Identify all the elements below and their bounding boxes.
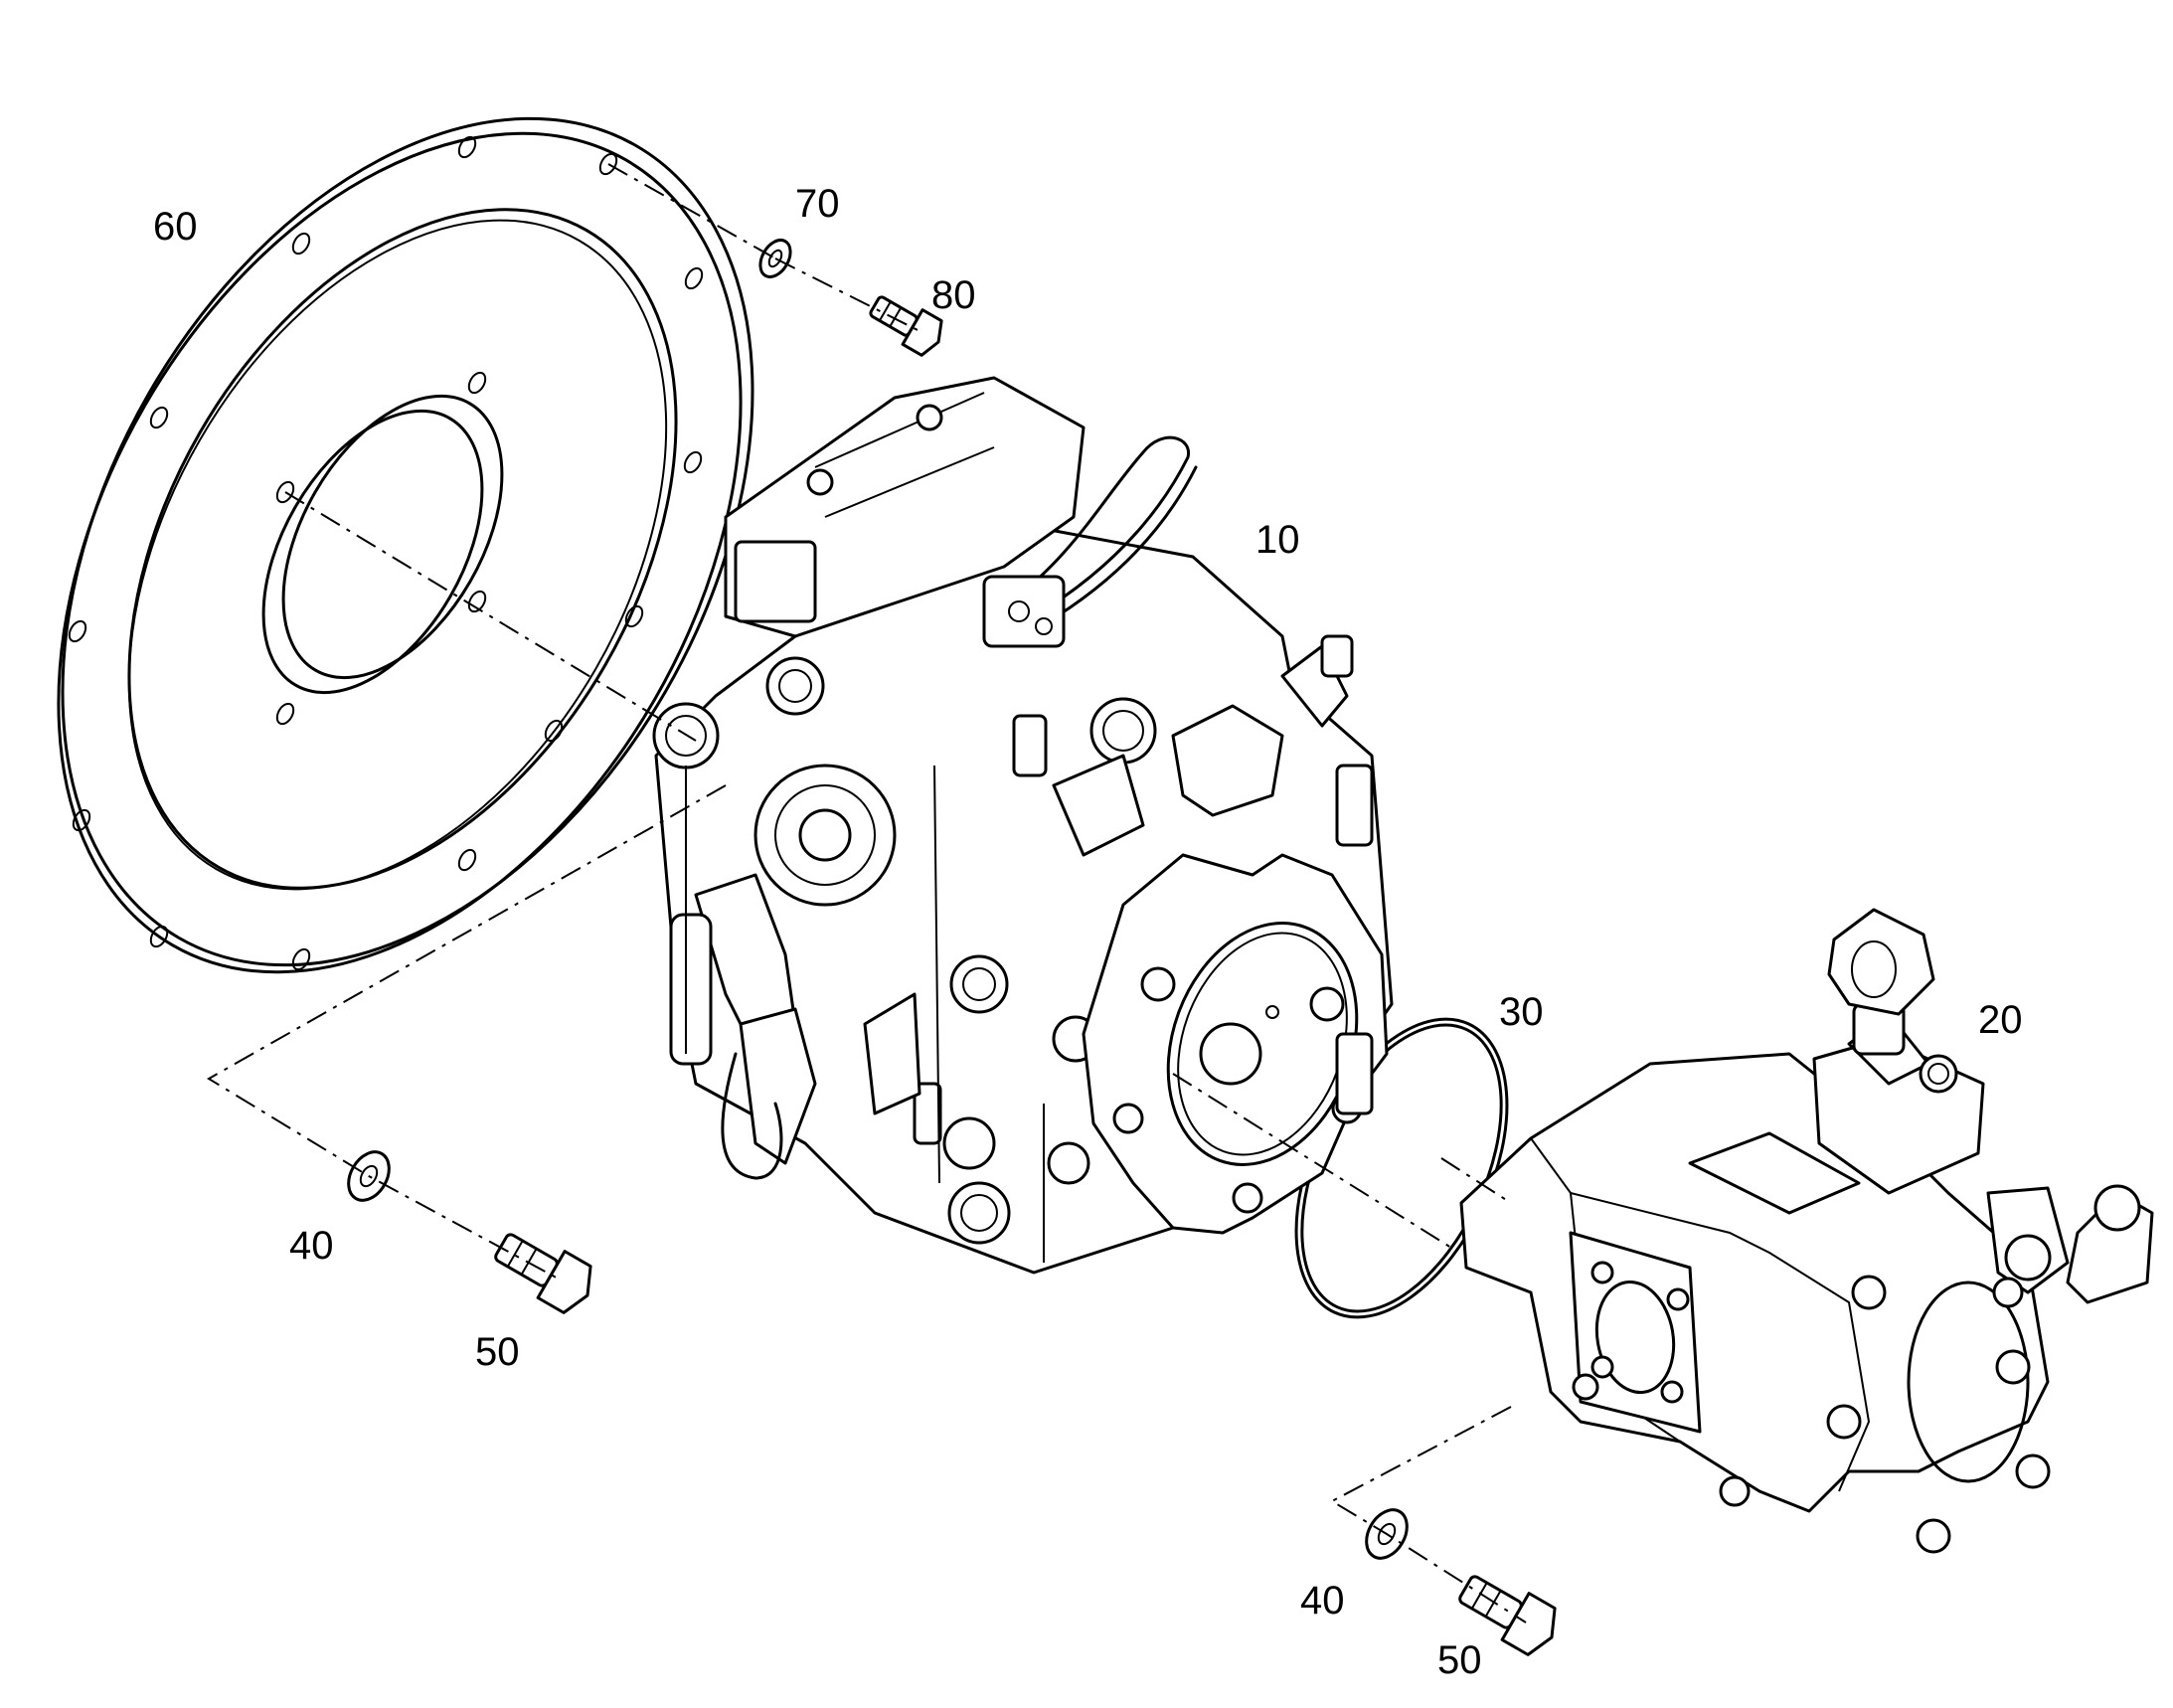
callout-30: 30	[1499, 990, 1544, 1034]
callout-80: 80	[931, 273, 976, 317]
part-80-bolt	[869, 295, 943, 357]
callout-70: 70	[795, 182, 840, 226]
part-50-bolt-left	[494, 1233, 592, 1314]
assembly-lines	[207, 163, 1527, 1623]
callout-50-left: 50	[475, 1330, 520, 1374]
callout-40-left: 40	[289, 1224, 334, 1268]
part-10-main-pump	[652, 376, 1394, 1275]
plate-bolt-holes	[68, 135, 704, 971]
callout-10: 10	[1255, 518, 1300, 562]
callout-40-right: 40	[1300, 1579, 1345, 1623]
part-50-bolt-right	[1458, 1575, 1557, 1656]
callout-20: 20	[1978, 998, 2023, 1042]
part-20-aux-pump	[1459, 908, 2154, 1554]
part-60-plate	[57, 116, 754, 974]
callout-50-right: 50	[1437, 1638, 1482, 1682]
callout-60: 60	[153, 205, 198, 249]
